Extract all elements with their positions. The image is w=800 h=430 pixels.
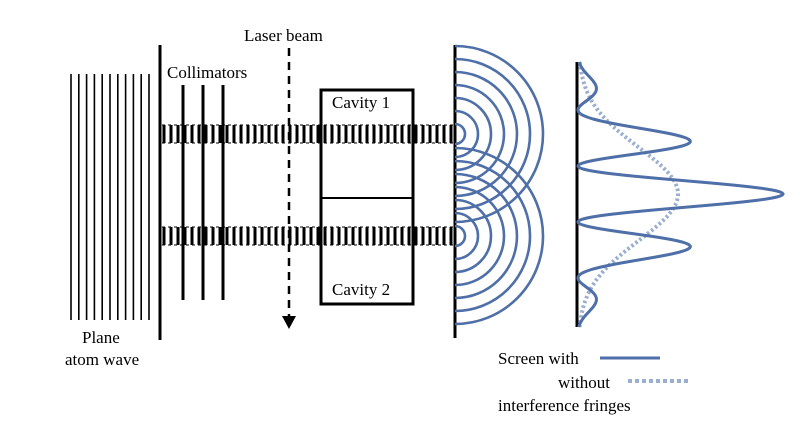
wavefront-arc (454, 146, 545, 326)
legend-without-label: without (558, 373, 610, 392)
plane-atom-wave-lines (70, 74, 150, 320)
laser-beam-label: Laser beam (244, 26, 323, 45)
profile-without-fringes (577, 61, 680, 328)
laser-arrow-head (282, 316, 296, 329)
atom-beams (162, 124, 455, 246)
legend-with-label: Screen with (498, 349, 579, 368)
atom-wave-label: atom wave (65, 350, 139, 369)
wavefront-arc (454, 109, 480, 159)
wavefront-arc (454, 44, 545, 224)
wavefront-arc (454, 224, 467, 248)
wavefront-arc (454, 159, 532, 313)
wavefront-arc (454, 198, 493, 274)
legend-fringes-label: interference fringes (498, 396, 631, 415)
collimator-plates (181, 85, 225, 300)
cavity-1-label: Cavity 1 (332, 93, 390, 112)
wavefront-arc (454, 185, 506, 287)
collimators-label: Collimators (167, 63, 247, 82)
cavities (319, 88, 415, 306)
laser-beam-arrow (282, 48, 296, 329)
wavefront-arc (454, 211, 480, 261)
cavity-2-label: Cavity 2 (332, 280, 390, 299)
plane-label: Plane (82, 328, 120, 347)
upper-wavefront-set (454, 44, 545, 224)
profile-with-fringes (576, 61, 785, 328)
circular-wavefronts (454, 44, 545, 326)
legend: Screen with without interference fringes (498, 349, 688, 415)
lower-wavefront-set (454, 146, 545, 326)
wavefront-arc (454, 70, 519, 198)
wavefront-arc (454, 96, 493, 172)
wavefront-arc (454, 122, 467, 146)
wavefront-arc (454, 172, 519, 300)
lower-atom-beam (162, 226, 455, 246)
upper-atom-beam (162, 124, 455, 144)
